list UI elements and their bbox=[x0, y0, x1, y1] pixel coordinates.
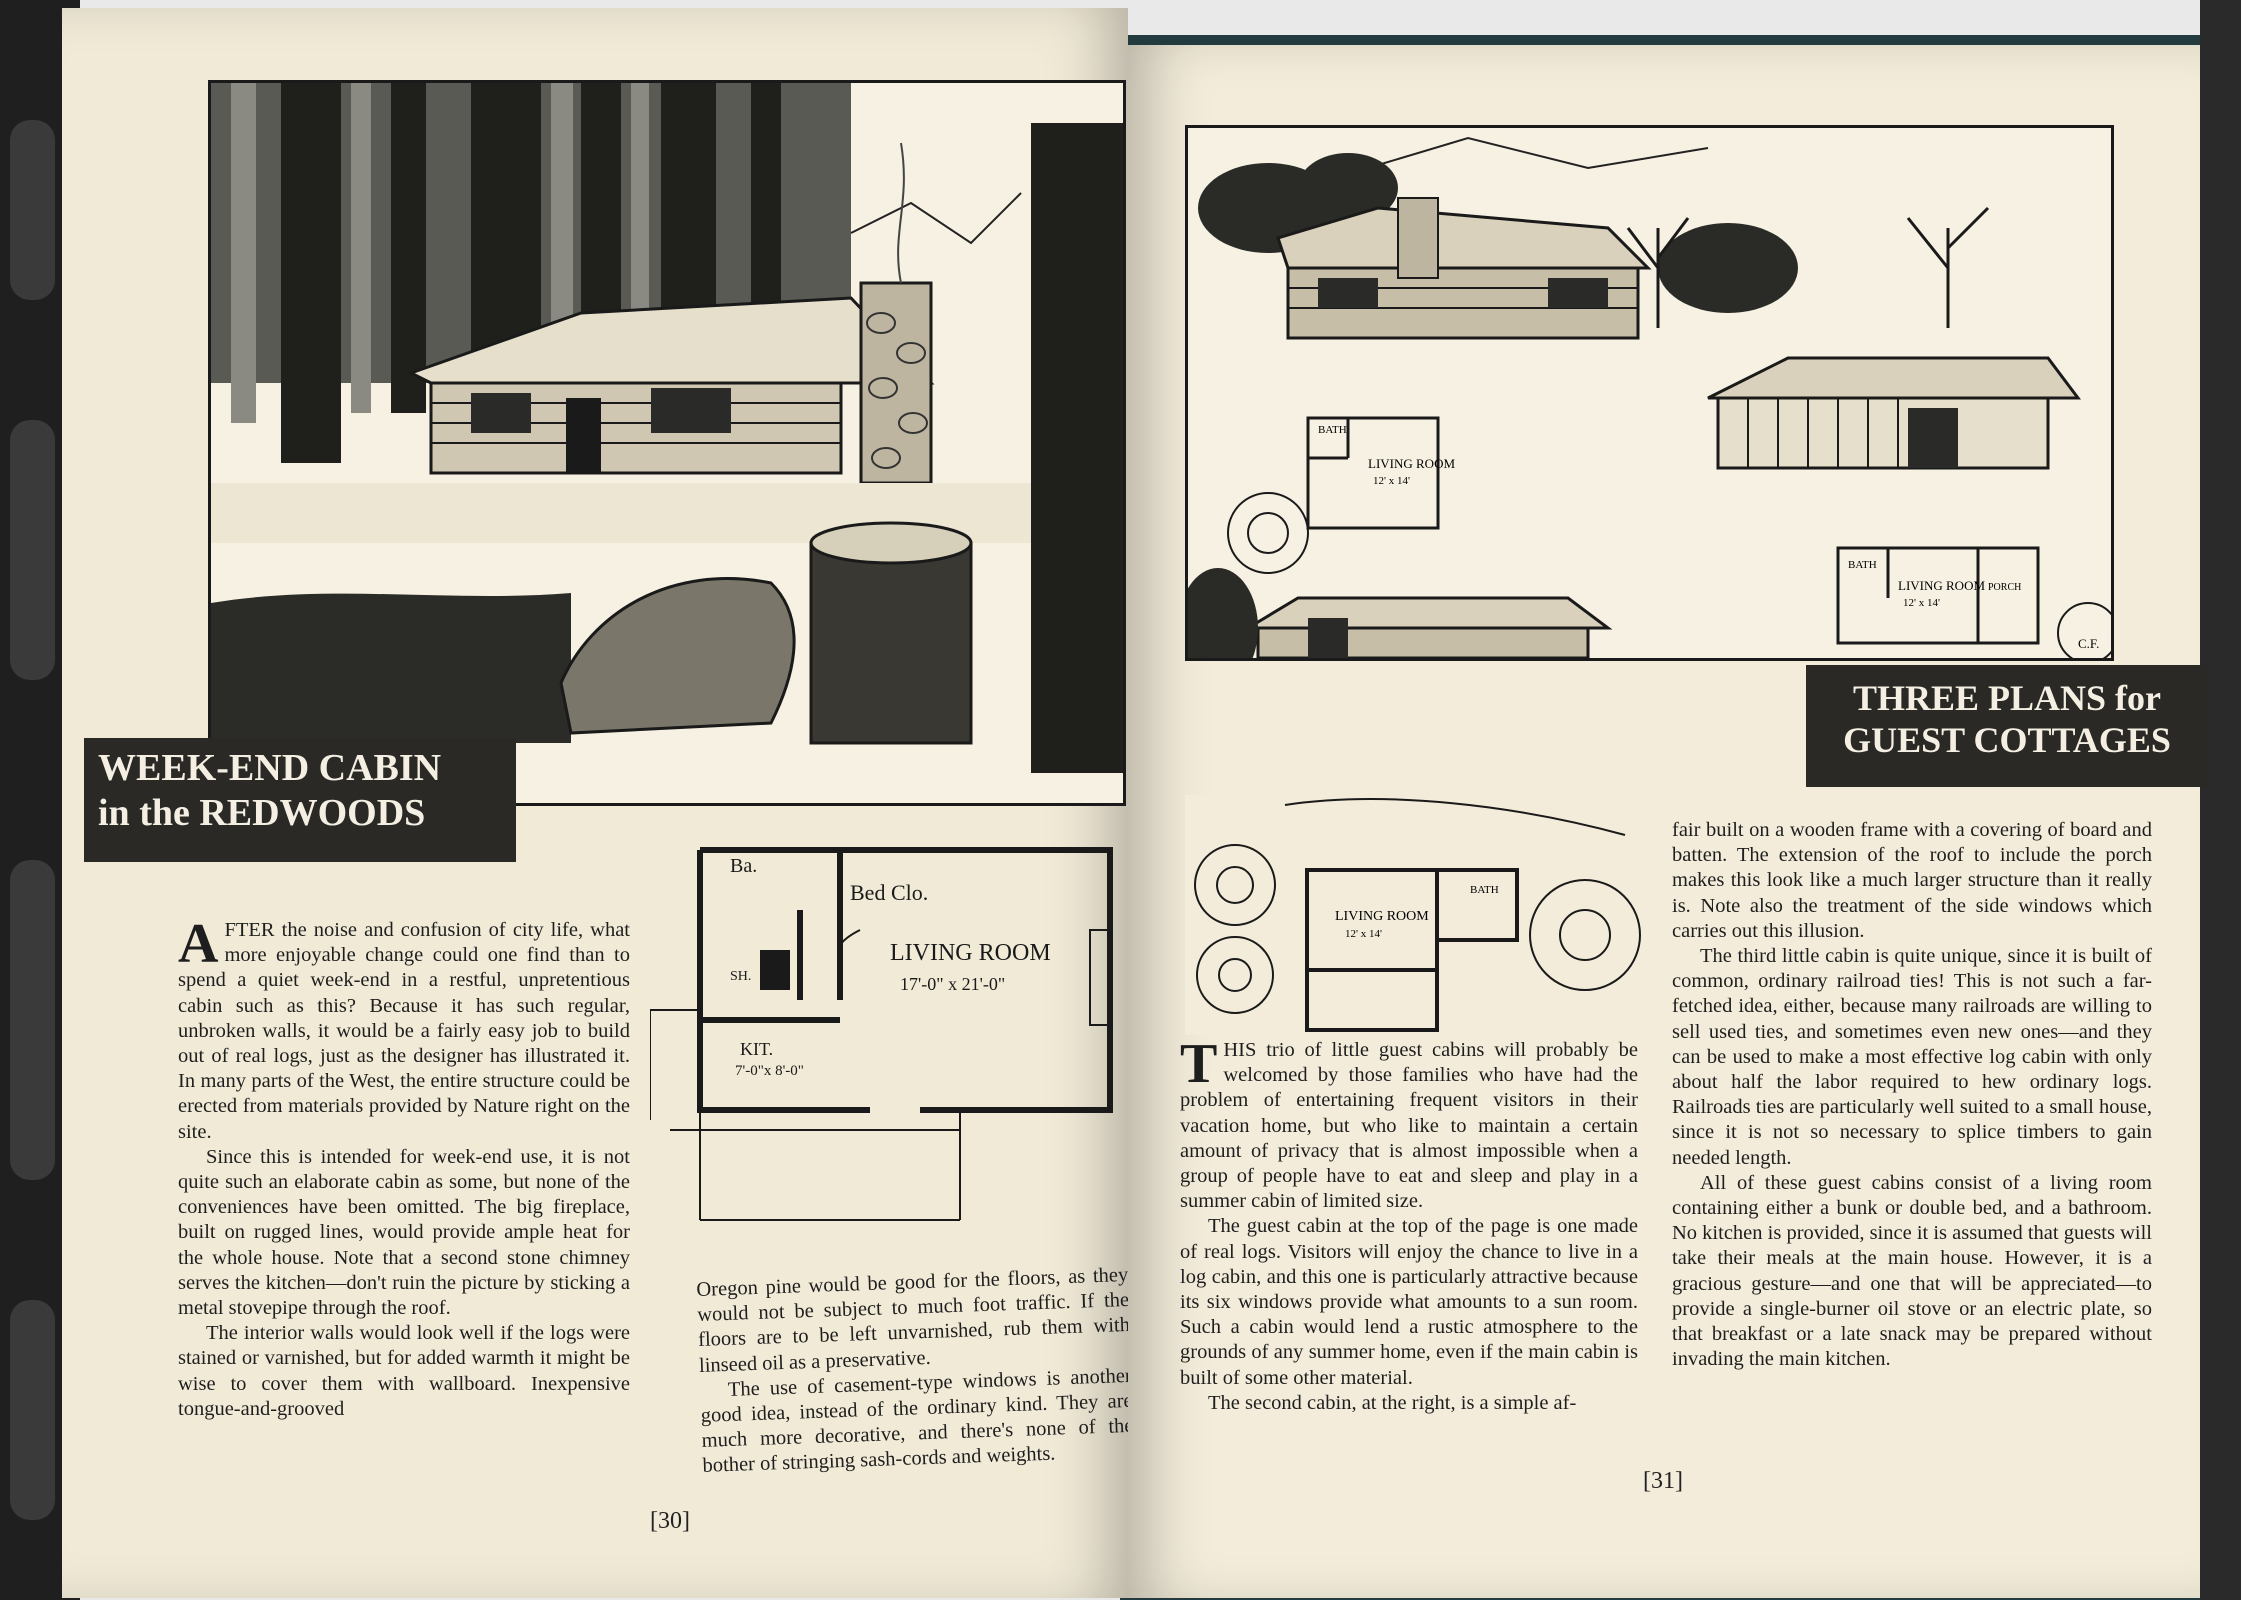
left-title-line2: in the REDWOODS bbox=[98, 791, 426, 834]
redwood-cabin-illustration: C.F. bbox=[208, 80, 1126, 806]
plan1-size: 12' x 14' bbox=[1373, 475, 1410, 487]
plan-living-size: 17'-0" x 21'-0" bbox=[900, 974, 1005, 994]
right-col2-paragraph-3: All of these guest cabins consist of a l… bbox=[1672, 1171, 2152, 1371]
illustration-initials: C.F. bbox=[1071, 762, 1094, 777]
plan-bath-label: Ba. bbox=[730, 855, 757, 877]
plan3-size: 12' x 14' bbox=[1345, 928, 1382, 940]
plan2-size: 12' x 14' bbox=[1903, 597, 1940, 609]
plan-shower-label: SH. bbox=[730, 969, 751, 984]
plan-kitchen-label: KIT. bbox=[740, 1039, 773, 1059]
right-col2-paragraph-1: fair built on a wooden frame with a cove… bbox=[1672, 819, 2152, 942]
left-paragraph-3: The interior walls would look well if th… bbox=[178, 1322, 630, 1420]
plan-kitchen-size: 7'-0"x 8'-0" bbox=[735, 1063, 804, 1079]
redwood-cabin-drawing: C.F. bbox=[211, 83, 1123, 803]
right-col2-paragraph-2: The third little cabin is quite unique, … bbox=[1672, 945, 2152, 1169]
left-title-line1: WEEK-END CABIN bbox=[98, 747, 442, 789]
right-title-line1: THREE PLANS for bbox=[1852, 678, 2162, 718]
plan2-porch: PORCH bbox=[1988, 582, 2021, 593]
plan2-bath: BATH bbox=[1848, 559, 1877, 571]
plan3-bath: BATH bbox=[1470, 884, 1499, 896]
plan-closet-label: Bed Clo. bbox=[850, 880, 928, 905]
left-col2-paragraph-2: The use of casement-type windows is anot… bbox=[700, 1364, 1134, 1478]
left-col2-paragraph-1: Oregon pine would be good for the floors… bbox=[696, 1263, 1131, 1377]
left-page-column-2: Oregon pine would be good for the floors… bbox=[696, 1263, 1135, 1480]
right-dropcap: T bbox=[1180, 1033, 1218, 1095]
right-page-title-box: THREE PLANS for GUEST COTTAGES bbox=[1806, 665, 2208, 787]
cabin-floor-plan: Ba. Bed Clo. SH. LIVING ROOM 17'-0" x 21… bbox=[649, 840, 1120, 1240]
guest-cottages-drawing: BATH LIVING ROOM 12' x 14' BATH LIVING R… bbox=[1188, 128, 2111, 658]
right-page-number: [31] bbox=[1643, 1468, 1683, 1494]
plan-living-label: LIVING ROOM bbox=[890, 940, 1051, 966]
book-right-edge bbox=[2200, 0, 2241, 1600]
plan1-room: LIVING ROOM bbox=[1368, 456, 1455, 471]
left-page-number: [30] bbox=[650, 1508, 690, 1534]
plan2-room: LIVING ROOM bbox=[1898, 578, 1985, 593]
left-dropcap: A bbox=[178, 913, 219, 975]
plan3-room: LIVING ROOM bbox=[1335, 909, 1429, 924]
right-title-line2: GUEST COTTAGES bbox=[1843, 720, 2171, 761]
right-illustration-initials: C.F. bbox=[2078, 636, 2099, 651]
right-paragraph-3: The second cabin, at the right, is a sim… bbox=[1208, 1391, 1577, 1414]
left-page-title-box: WEEK-END CABIN in the REDWOODS bbox=[84, 738, 516, 862]
right-page-column-2: fair built on a wooden frame with a cove… bbox=[1672, 818, 2152, 1372]
left-paragraph-2: Since this is intended for week-end use,… bbox=[178, 1145, 630, 1320]
guest-cottages-illustration: BATH LIVING ROOM 12' x 14' BATH LIVING R… bbox=[1185, 125, 2114, 661]
plan1-bath: BATH bbox=[1318, 424, 1347, 436]
right-paragraph-2: The guest cabin at the top of the page i… bbox=[1180, 1215, 1638, 1389]
guest-cottage-plan-three: BATH LIVING ROOM 12' x 14' bbox=[1185, 795, 1665, 1035]
